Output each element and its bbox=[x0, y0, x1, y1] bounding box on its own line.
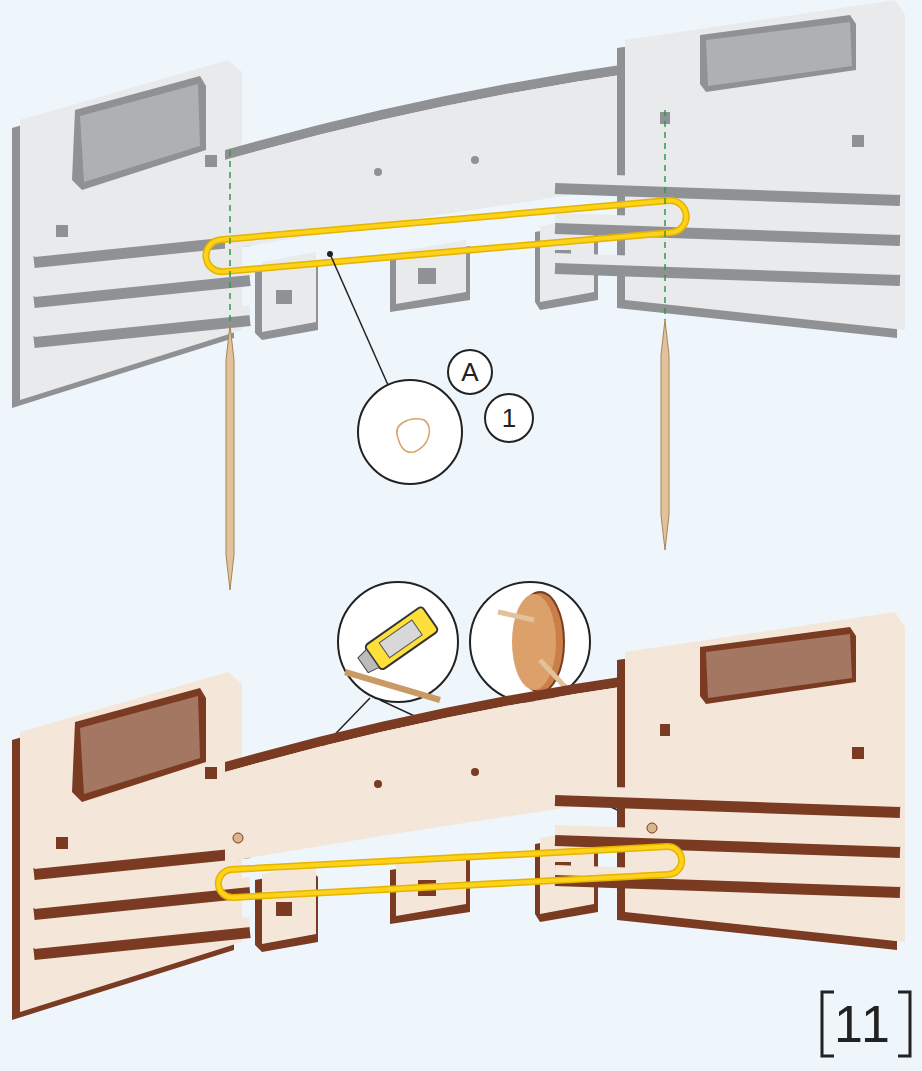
callout-circle: 1 bbox=[484, 393, 534, 443]
callout-circle: A bbox=[447, 349, 493, 395]
callout-text: 1 bbox=[502, 405, 516, 431]
callout-text: A bbox=[461, 359, 478, 385]
step-number: 11 bbox=[834, 998, 892, 1050]
